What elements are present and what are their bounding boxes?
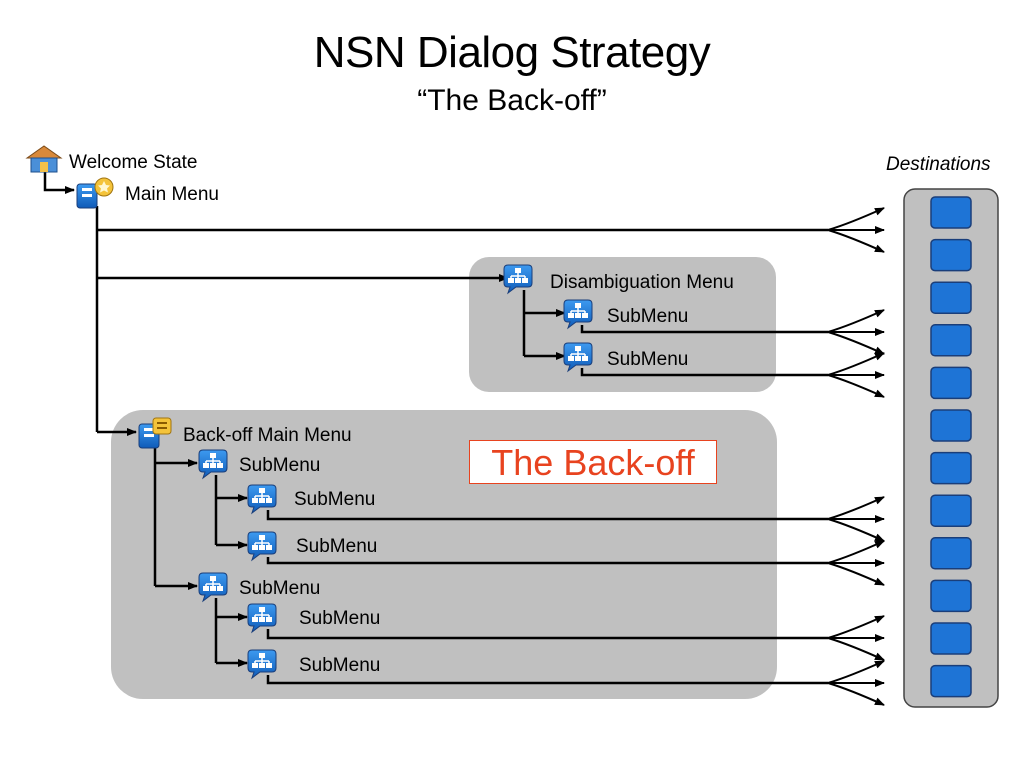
submenu-tree-icon [247, 531, 277, 562]
destination-block [930, 366, 972, 400]
page-subtitle: “The Back-off” [417, 84, 607, 117]
node-disambiguation-sub-2: SubMenu [607, 349, 688, 370]
fan-arrow-group [827, 615, 885, 661]
destination-block [930, 196, 972, 229]
submenu-tree-icon [563, 342, 593, 373]
node-welcome-state: Welcome State [69, 152, 197, 173]
destination-block [930, 281, 972, 314]
node-backoff-sub-a2: SubMenu [296, 536, 377, 557]
fan-arrow-group [827, 540, 885, 586]
destinations-label: Destinations [886, 154, 991, 175]
fan-arrow-group [827, 352, 885, 398]
destination-block [930, 494, 972, 527]
submenu-tree-icon [247, 649, 277, 680]
node-backoff-sub-b1: SubMenu [299, 608, 380, 629]
submenu-tree-icon [247, 484, 277, 515]
disambiguation-panel [469, 257, 776, 392]
destination-block [930, 537, 972, 570]
submenu-tree-icon [198, 572, 228, 603]
node-disambiguation-menu: Disambiguation Menu [550, 272, 734, 293]
destination-block [930, 451, 972, 485]
submenu-tree-icon [198, 449, 228, 480]
fan-arrow-group [827, 660, 885, 706]
fan-arrow-group [827, 207, 885, 253]
page-title: NSN Dialog Strategy [313, 28, 711, 77]
submenu-tree-icon [563, 299, 593, 330]
fan-out-arrows [827, 207, 885, 706]
node-backoff-sub-b2: SubMenu [299, 655, 380, 676]
node-backoff-sub-a: SubMenu [239, 455, 320, 476]
menu-list-icon [138, 417, 172, 449]
destination-block [930, 238, 972, 272]
house-icon [25, 145, 63, 173]
destination-block [930, 324, 972, 357]
submenu-tree-icon [247, 603, 277, 634]
node-backoff-sub-a1: SubMenu [294, 489, 375, 510]
menu-star-icon [76, 177, 114, 209]
backoff-callout: The Back-off [469, 440, 717, 484]
destination-block [930, 622, 972, 655]
node-disambiguation-sub-1: SubMenu [607, 306, 688, 327]
destination-block [930, 664, 972, 698]
submenu-tree-icon [503, 264, 533, 295]
node-main-menu: Main Menu [125, 184, 219, 205]
destination-block [930, 409, 972, 442]
destination-block [930, 579, 972, 613]
destination-blocks [930, 196, 972, 698]
destinations-column [903, 188, 999, 708]
fan-arrow-group [827, 309, 885, 355]
node-backoff-sub-b: SubMenu [239, 578, 320, 599]
connector-lines [43, 172, 828, 685]
fan-arrow-group [827, 496, 885, 542]
node-backoff-main-menu: Back-off Main Menu [183, 425, 352, 446]
